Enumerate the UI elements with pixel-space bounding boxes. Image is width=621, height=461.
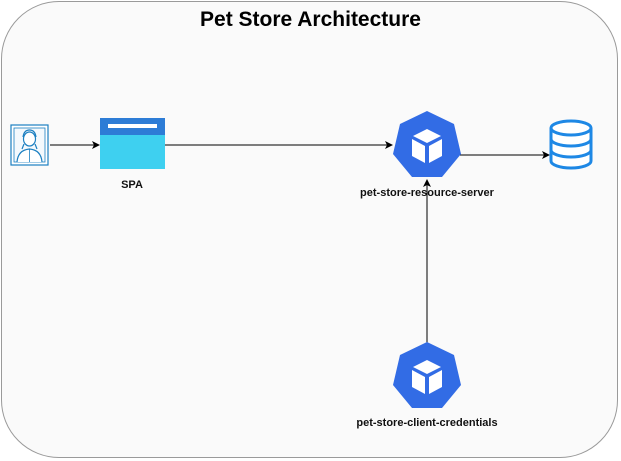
diagram-title: Pet Store Architecture bbox=[200, 8, 421, 31]
browser-window-icon bbox=[100, 118, 165, 169]
resource-server-label: pet-store-resource-server bbox=[360, 187, 494, 199]
kubernetes-pod-icon bbox=[393, 111, 461, 177]
user-icon bbox=[10, 124, 49, 166]
database-icon bbox=[549, 119, 593, 170]
kubernetes-pod-icon bbox=[393, 342, 461, 408]
spa-label: SPA bbox=[121, 179, 143, 191]
client-credentials-label: pet-store-client-credentials bbox=[356, 417, 498, 429]
